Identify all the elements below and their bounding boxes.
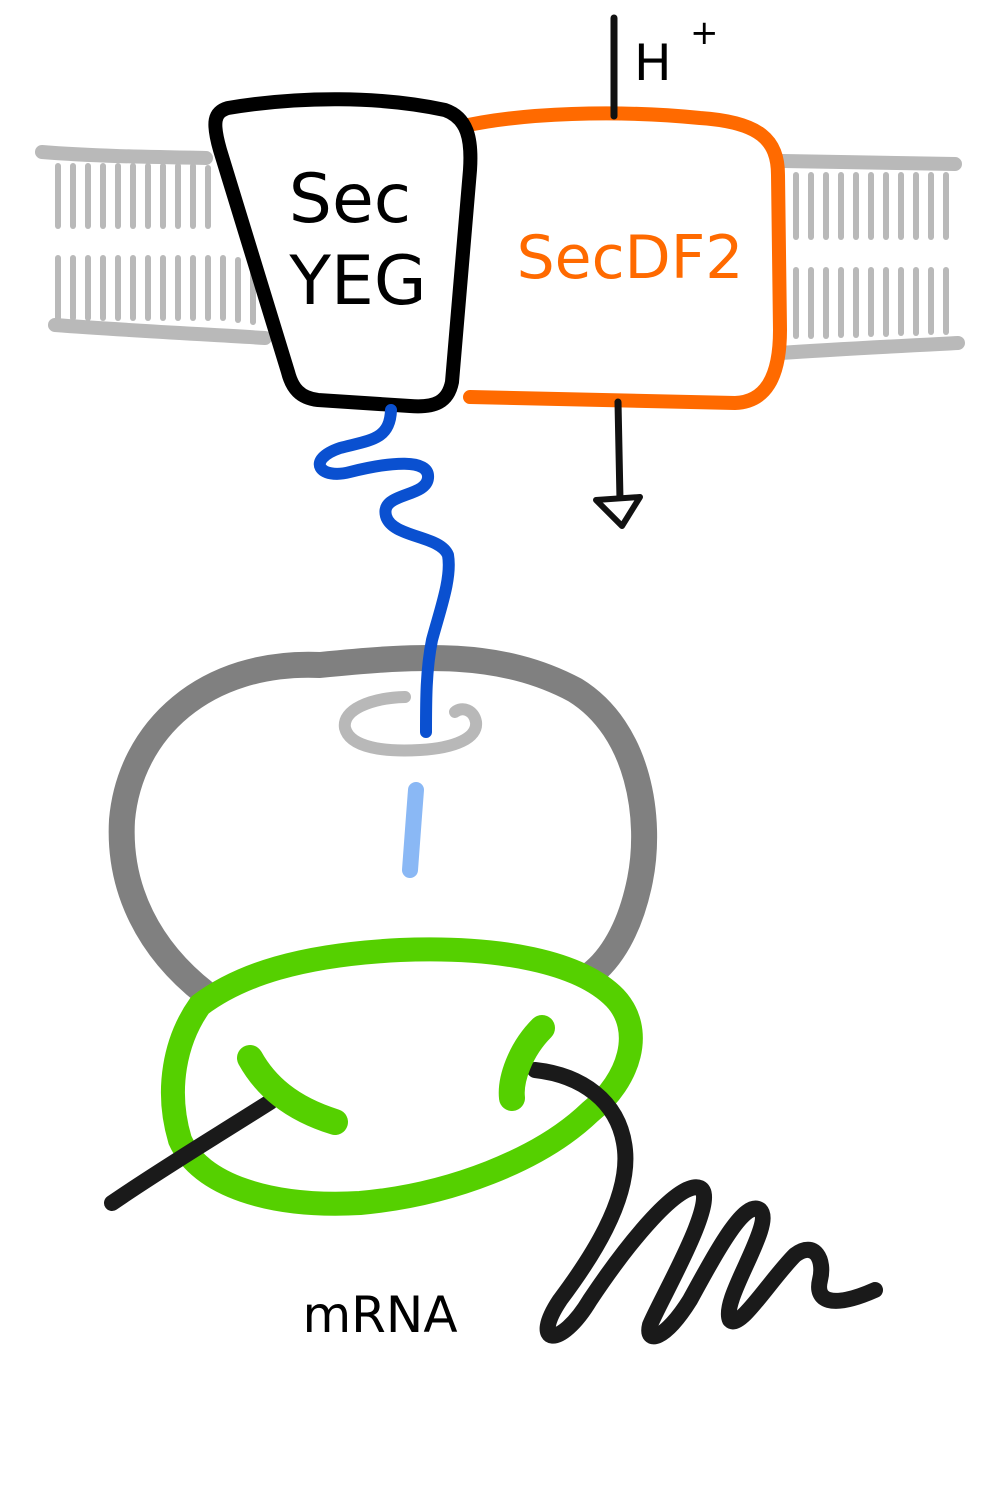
membrane-left-segment	[35, 145, 272, 345]
ribosome-large-subunit	[108, 644, 658, 1006]
secdf2-label: SecDF2	[517, 223, 744, 293]
trna-site-left	[237, 1045, 348, 1135]
open-triangle-arrow-down-icon	[593, 494, 643, 529]
mrna-label: mRNA	[302, 1286, 457, 1344]
proton-flow	[593, 14, 643, 529]
proton-label: H	[634, 34, 672, 92]
secyeg-label-line2: YEG	[288, 242, 426, 321]
secyeg-label-line1: Sec	[289, 160, 411, 239]
secyeg-protein	[208, 92, 478, 414]
membrane-right-segment	[773, 154, 965, 360]
mrna-strand	[104, 1015, 883, 1345]
membrane	[35, 145, 965, 360]
trna-site-right	[498, 1015, 555, 1111]
secdf2-protein	[448, 106, 787, 410]
nascent-chain-inside-ribosome	[402, 782, 424, 878]
proton-charge-label: +	[690, 13, 719, 53]
nascent-chain	[313, 404, 455, 878]
exit-tunnel	[338, 691, 482, 757]
